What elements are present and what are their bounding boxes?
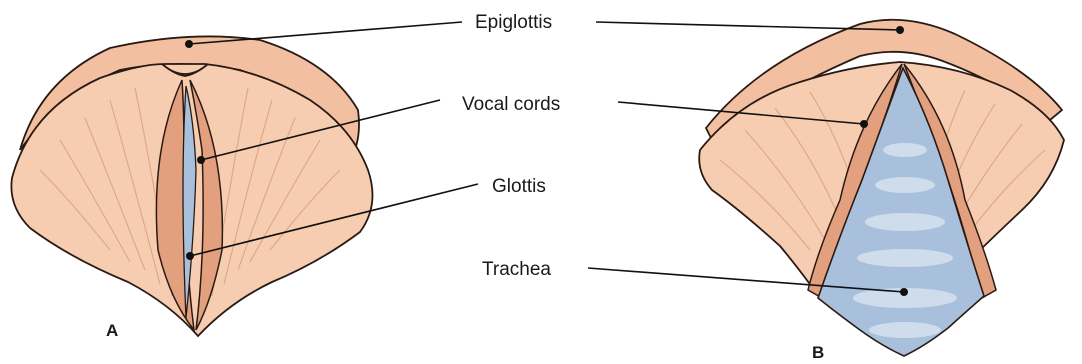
label-glottis: Glottis xyxy=(492,176,546,197)
pointer-dot-trachea-b xyxy=(900,288,908,296)
pointer-dot-epiglottis-b xyxy=(896,26,904,34)
label-vocal-cords: Vocal cords xyxy=(462,94,560,115)
label-epiglottis-group: Epiglottis xyxy=(185,12,904,48)
pointer-dot-glottis-a xyxy=(186,252,194,260)
panel-label-a: A xyxy=(106,321,118,340)
panel-label-b: B xyxy=(812,343,824,362)
panel-b-illustration xyxy=(699,20,1064,356)
pointer-dot-vocal-cords-a xyxy=(197,156,205,164)
label-trachea: Trachea xyxy=(482,259,551,280)
pointer-dot-vocal-cords-b xyxy=(860,120,868,128)
pointer-dot-epiglottis-a xyxy=(185,40,193,48)
leader-epiglottis-a xyxy=(189,22,462,44)
panel-a-illustration xyxy=(11,36,372,336)
label-epiglottis: Epiglottis xyxy=(475,12,552,33)
